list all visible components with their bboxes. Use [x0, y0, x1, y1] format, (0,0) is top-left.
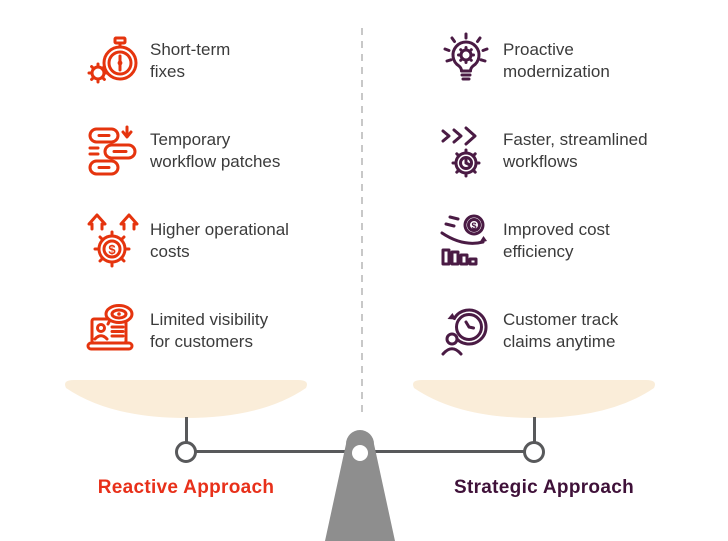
item-label: Improved cost efficiency — [503, 220, 610, 261]
item-label: Limited visibility for customers — [150, 310, 269, 351]
right-pivot-circle — [523, 441, 545, 463]
item-label: Faster, streamlined workflows — [503, 130, 648, 171]
speed-workflow-icon — [438, 122, 494, 178]
lightbulb-gear-icon — [438, 32, 494, 88]
right-scale-pan — [413, 380, 655, 418]
stopwatch-gear-icon — [85, 32, 141, 88]
customer-clock-icon — [438, 302, 494, 358]
workflow-patches-icon — [85, 122, 141, 178]
item-label: Customer track claims anytime — [503, 310, 619, 351]
list-item: $ Higher operational costs — [85, 212, 289, 268]
left-pan-stem — [184, 417, 188, 442]
list-item: Faster, streamlined workflows — [438, 122, 648, 178]
left-scale-pan — [65, 380, 307, 418]
strategic-approach-label: Strategic Approach — [454, 477, 634, 498]
list-item: Customer track claims anytime — [438, 302, 618, 358]
svg-text:$: $ — [108, 242, 116, 257]
list-item: $ Improved cost efficiency — [438, 212, 610, 268]
laptop-visibility-icon — [85, 302, 141, 358]
item-label: Short-term fixes — [150, 40, 231, 81]
right-pan-stem — [532, 417, 536, 442]
list-item: Proactive modernization — [438, 32, 610, 88]
rising-costs-icon: $ — [85, 212, 141, 268]
item-label: Higher operational costs — [150, 220, 289, 261]
reactive-approach-label: Reactive Approach — [97, 477, 275, 498]
list-item: Limited visibility for customers — [85, 302, 268, 358]
item-label: Proactive modernization — [503, 40, 610, 81]
center-dashed-divider — [361, 28, 363, 412]
left-pivot-circle — [175, 441, 197, 463]
cost-decline-icon: $ — [438, 212, 494, 268]
list-item: Temporary workflow patches — [85, 122, 280, 178]
item-label: Temporary workflow patches — [150, 130, 281, 171]
svg-text:$: $ — [471, 221, 476, 231]
scale-fulcrum — [325, 430, 395, 541]
list-item: Short-term fixes — [85, 32, 230, 88]
